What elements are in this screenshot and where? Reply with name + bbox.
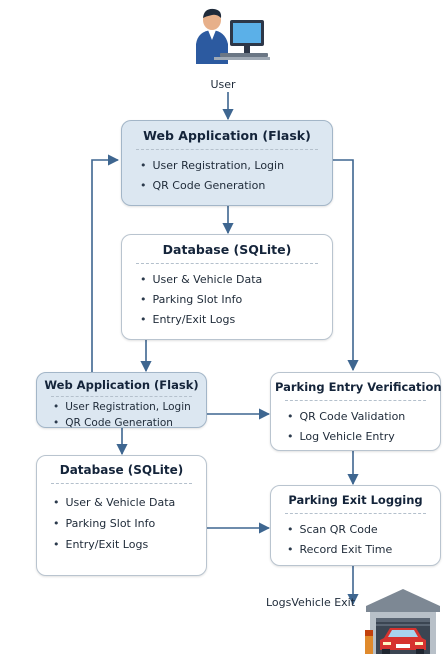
list-item: QR Code Validation: [287, 407, 440, 427]
item-list: User Registration, Login QR Code Generat…: [122, 156, 332, 196]
arrow-web-to-entry: [333, 159, 359, 372]
list-item: User & Vehicle Data: [53, 492, 206, 513]
exit-label: LogsVehicle Exit: [266, 596, 356, 609]
list-item: User & Vehicle Data: [140, 270, 332, 290]
list-item: QR Code Generation: [140, 176, 332, 196]
box-title: Web Application (Flask): [143, 128, 311, 143]
arrow-web-left-loop-up: [91, 154, 120, 372]
box-title: Parking Entry Verification: [275, 380, 442, 394]
list-item: Scan QR Code: [287, 520, 440, 540]
database-box-left: Database (SQLite) User & Vehicle Data Pa…: [36, 455, 207, 576]
list-item: Parking Slot Info: [140, 290, 332, 310]
list-item: User Registration, Login: [140, 156, 332, 176]
list-item: User Registration, Login: [53, 399, 206, 415]
list-item: Record Exit Time: [287, 540, 440, 560]
list-item: Entry/Exit Logs: [53, 534, 206, 555]
parking-entry-box: Parking Entry Verification QR Code Valid…: [270, 372, 442, 451]
list-item: Log Vehicle Entry: [287, 427, 440, 447]
divider: [51, 483, 192, 484]
divider: [136, 263, 318, 264]
divider: [136, 149, 318, 150]
database-box-top: Database (SQLite) User & Vehicle Data Pa…: [121, 234, 333, 340]
web-app-box-top: Web Application (Flask) User Registratio…: [121, 120, 333, 206]
divider: [51, 396, 192, 397]
item-list: User & Vehicle Data Parking Slot Info En…: [37, 492, 206, 555]
list-item: Parking Slot Info: [53, 513, 206, 534]
user-at-computer-icon: [196, 8, 270, 64]
parking-exit-box: Parking Exit Logging Scan QR Code Record…: [270, 485, 441, 566]
box-title: Web Application (Flask): [44, 378, 199, 392]
item-list: Scan QR Code Record Exit Time: [271, 520, 440, 560]
box-title: Database (SQLite): [59, 463, 184, 477]
list-item: QR Code Generation: [53, 415, 206, 431]
box-title: Database (SQLite): [162, 242, 292, 257]
divider: [285, 513, 426, 514]
web-app-box-left: Web Application (Flask) User Registratio…: [36, 372, 207, 431]
item-list: User & Vehicle Data Parking Slot Info En…: [122, 270, 332, 330]
user-label: User: [210, 78, 236, 91]
divider: [285, 400, 426, 401]
list-item: Entry/Exit Logs: [140, 310, 332, 330]
item-list: User Registration, Login QR Code Generat…: [37, 399, 206, 431]
parking-garage-car-icon: [365, 589, 440, 654]
box-title: Parking Exit Logging: [288, 493, 423, 507]
item-list: QR Code Validation Log Vehicle Entry: [271, 407, 440, 447]
